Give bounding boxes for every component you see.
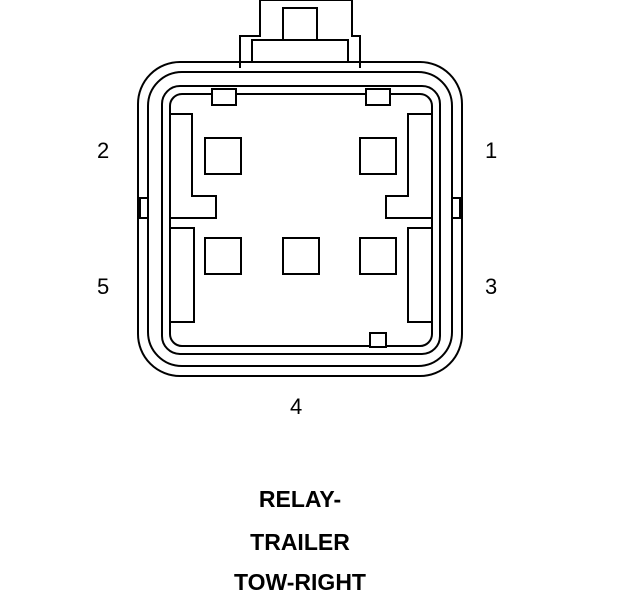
pin-label-2: 2 xyxy=(97,138,110,163)
rail-upper-left xyxy=(169,113,217,219)
terminal-2-cavity xyxy=(204,137,242,175)
terminal-4-cavity xyxy=(282,237,320,275)
caption-line-3: TOW-RIGHT xyxy=(234,569,366,595)
terminal-1-cavity xyxy=(359,137,397,175)
connector-housing-outer xyxy=(137,61,463,377)
connector-cavity-floor xyxy=(169,93,433,347)
pin-label-5: 5 xyxy=(97,274,110,299)
caption-line-2: TRAILER xyxy=(250,529,350,555)
side-notch-right xyxy=(451,197,461,219)
connector-latch xyxy=(239,0,361,68)
key-tab-top-right xyxy=(365,88,391,106)
rail-upper-right xyxy=(385,113,433,219)
terminal-5-cavity xyxy=(204,237,242,275)
terminal-3-cavity xyxy=(359,237,397,275)
caption-line-1: RELAY- xyxy=(258,486,342,512)
rail-lower-left xyxy=(169,227,195,323)
key-tab-bottom xyxy=(369,332,387,348)
key-tab-top-left xyxy=(211,88,237,106)
pin-label-1: 1 xyxy=(485,138,498,163)
rail-lower-right xyxy=(407,227,433,323)
pin-label-4: 4 xyxy=(290,394,303,419)
connector-cavity-wall xyxy=(161,85,441,355)
side-notch-left xyxy=(139,197,149,219)
pin-label-3: 3 xyxy=(485,274,498,299)
